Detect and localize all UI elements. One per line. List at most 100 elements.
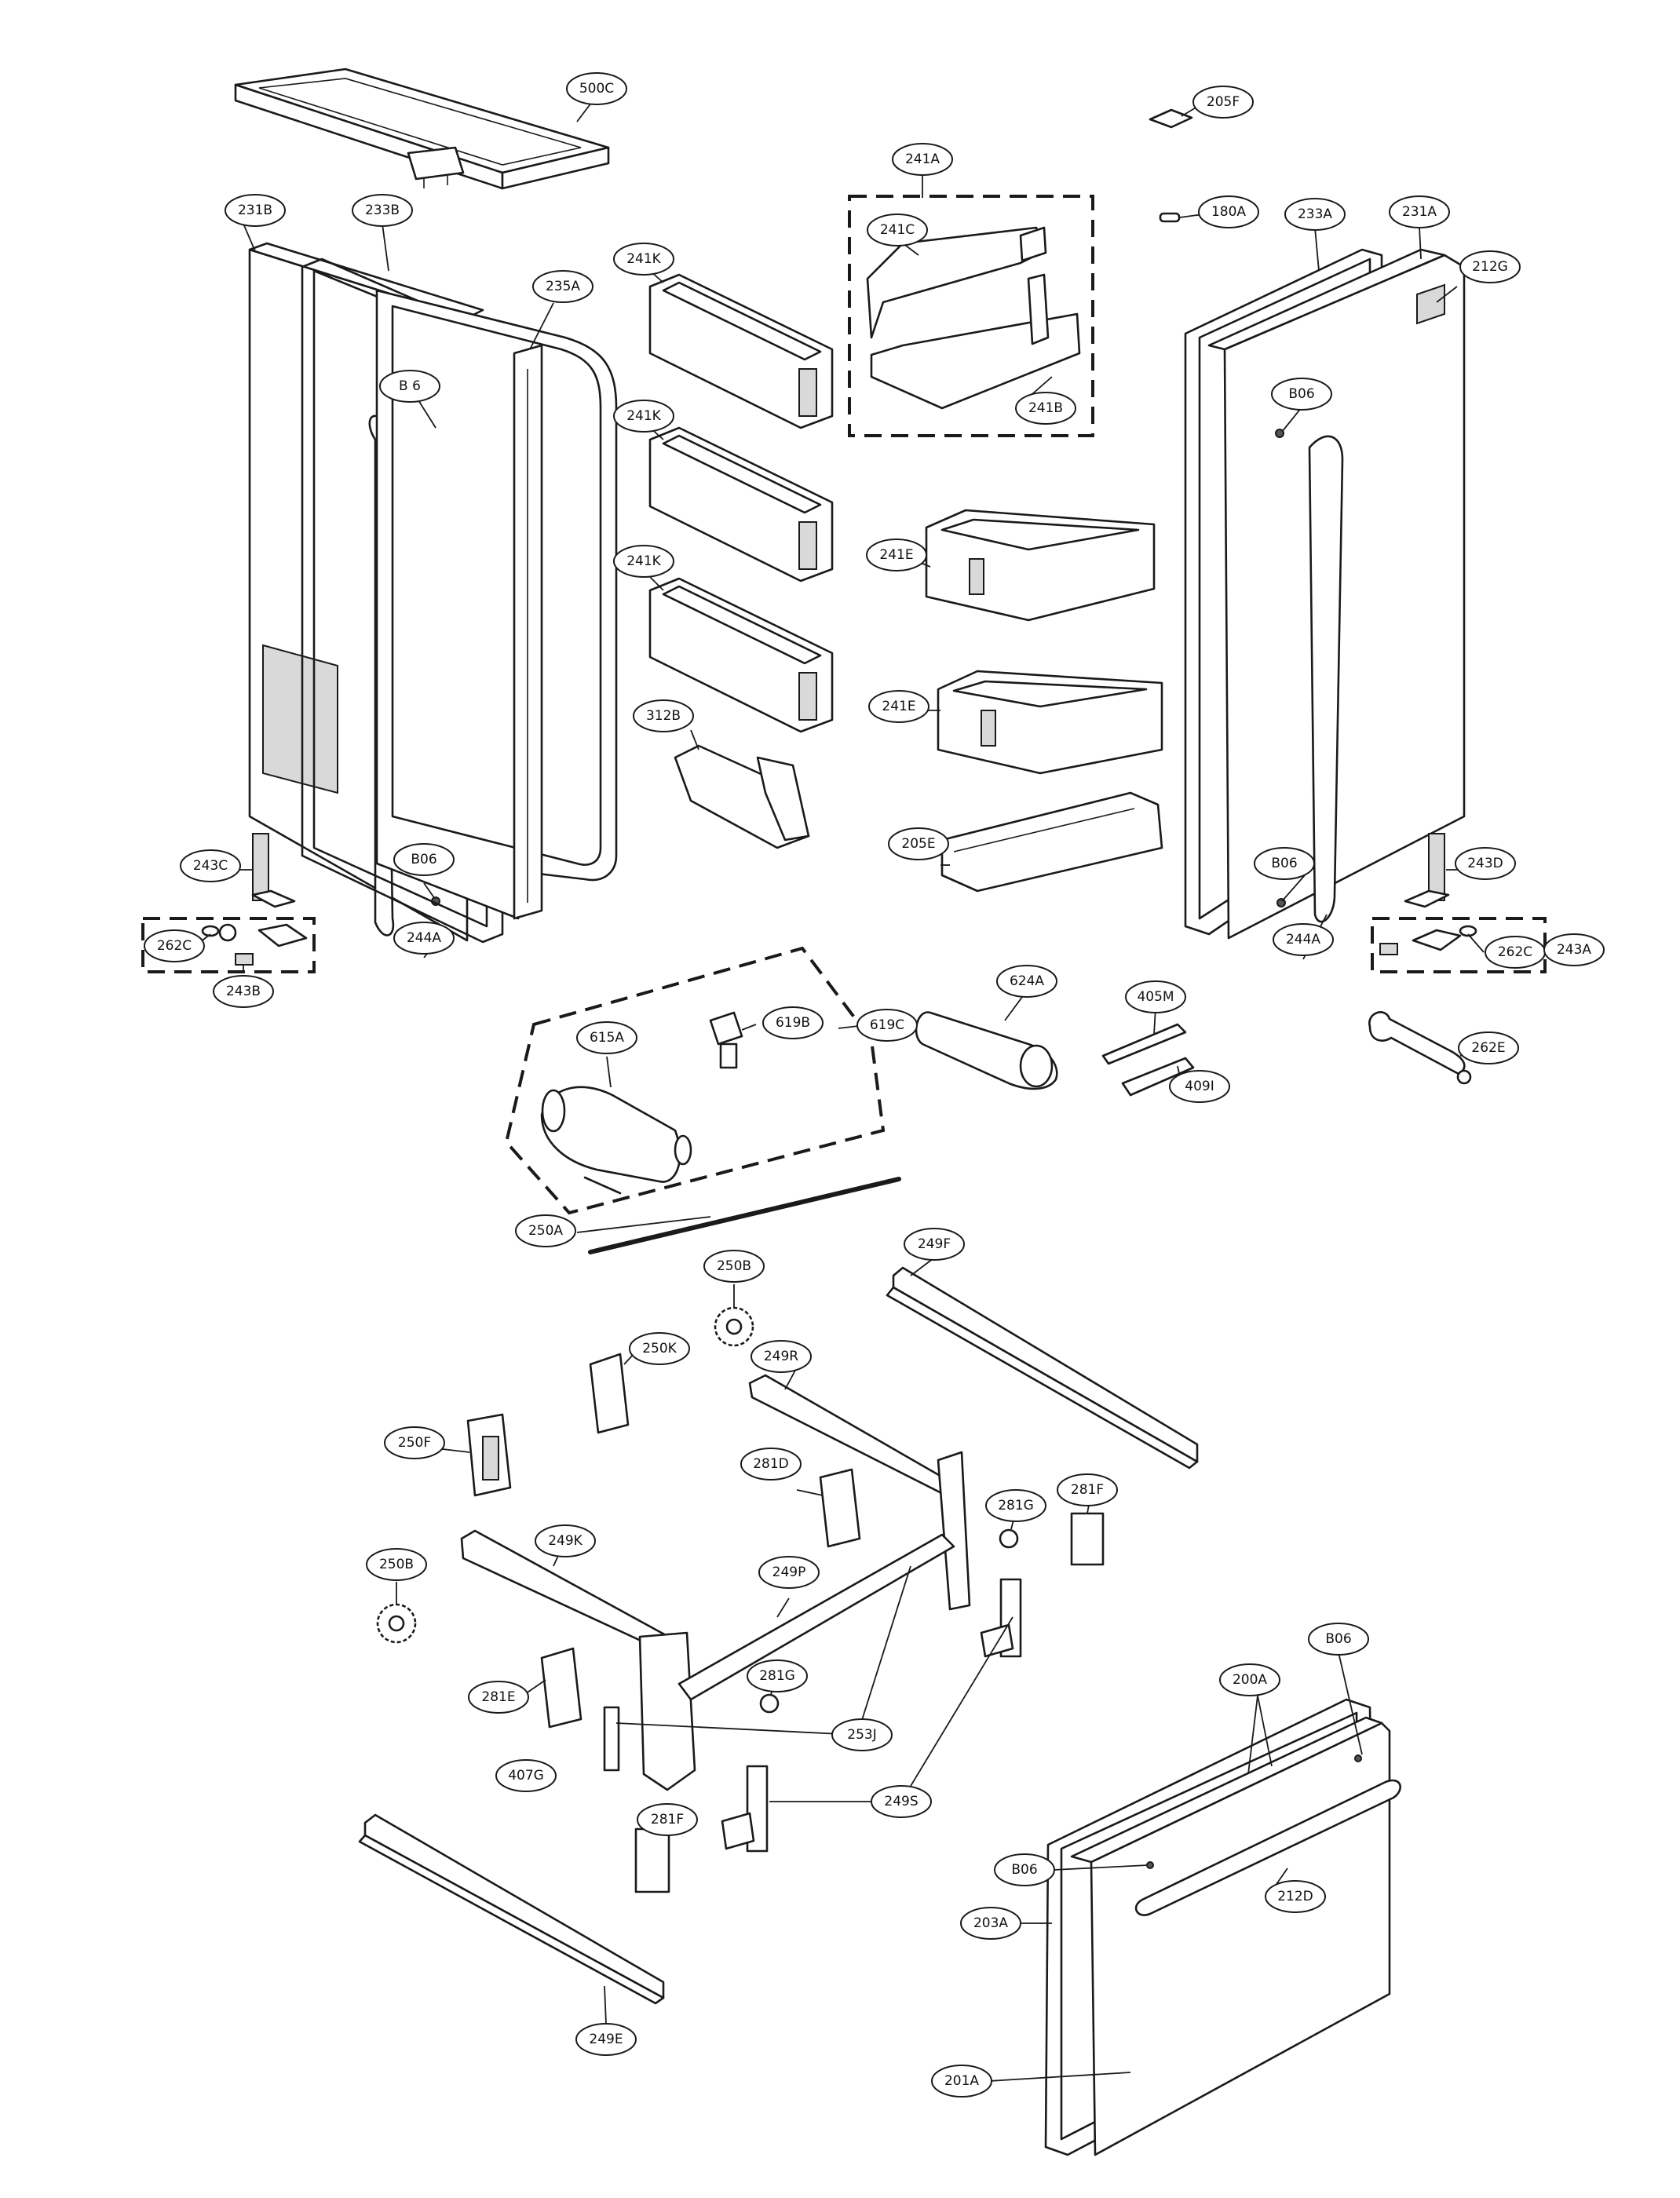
callout-label: 500C [579,81,614,97]
callout-label: 249P [772,1565,806,1580]
callout-label: 205E [901,836,935,852]
callout-bubble [1455,847,1516,880]
callout-249p: 249P [758,1556,820,1589]
callout-bubble [888,827,949,860]
part-249r-bracket [748,1374,971,1611]
callout-241e-1: 241E [866,539,927,571]
part-205e-door-rail [940,791,1163,893]
part-249f-rail [886,1266,1199,1470]
callout-bubble [576,1021,637,1054]
callout-bubble [740,1448,802,1481]
callout-label: 243B [226,984,261,999]
part-201a-drawer-front [1070,1716,1391,2156]
callout-label: 249S [884,1794,918,1809]
callout-250b-2: 250B [366,1548,427,1581]
callout-bubble [1169,1070,1230,1103]
callout-label: 235A [546,279,580,294]
callout-bubble [747,1659,808,1692]
callout-615a: 615A [576,1021,637,1054]
callout-249r: 249R [751,1340,812,1373]
callout-label: B 6 [399,378,421,394]
callout-bubble [1198,195,1259,228]
callout-241a: 241A [892,143,953,176]
callout-235a: 235A [532,270,593,303]
callout-bubble [366,1548,427,1581]
callout-bubble [892,143,953,176]
callout-249k: 249K [535,1524,596,1557]
callout-bubble [871,1785,932,1818]
callout-label: B06 [411,852,436,867]
callout-231b: 231B [225,194,286,227]
callout-label: 250F [398,1435,431,1451]
callout-243b: 243B [213,975,274,1008]
callout-241b: 241B [1015,392,1076,425]
callout-250a: 250A [515,1214,576,1247]
callout-205f: 205F [1192,86,1254,119]
callout-205e: 205E [888,827,949,860]
callout-label: 241K [626,251,661,267]
callout-label: 262C [157,938,192,954]
callout-243d: 243D [1455,847,1516,880]
callout-bubble [867,214,928,246]
callout-label: B06 [1288,386,1314,402]
callout-label: 231B [238,203,272,218]
callout-label: 241A [905,152,940,167]
callout-bubble [996,965,1057,998]
callout-label: 205F [1207,94,1240,110]
callout-bubble [703,1250,765,1283]
callout-bubble [225,194,286,227]
callout-bubble [213,975,274,1008]
callout-label: 212G [1472,259,1508,275]
callout-b06-3: B06 [1254,847,1315,880]
callout-281e: 281E [468,1681,529,1714]
group-243b-box [141,917,316,973]
callout-bubble [1015,392,1076,425]
callout-bubble [384,1426,445,1459]
callout-bubble [468,1681,529,1714]
callout-233b: 233B [352,194,413,227]
callout-bubble [180,849,241,882]
part-b06-screw-drawer-mid [1146,1861,1154,1869]
part-500c-top-cover [234,68,610,190]
callout-407g: 407G [495,1759,557,1792]
callout-label: 243C [193,858,228,874]
callout-bubble [1219,1663,1280,1696]
callout-label: 244A [1286,932,1320,947]
callout-241k-2: 241K [613,400,674,433]
callout-281f-1: 281F [1057,1473,1118,1506]
callout-label: 233B [365,203,400,218]
callout-bubble [1458,1031,1519,1064]
callout-500c: 500C [566,72,627,105]
callout-label: 281G [759,1668,795,1684]
callout-label: 241B [1028,400,1063,416]
callout-bubble [856,1009,918,1042]
part-281g-nut-1 [999,1528,1019,1549]
callout-label: 241E [882,699,915,714]
callout-label: 249E [589,2032,623,2047]
callout-bubble [868,690,929,723]
callout-201a: 201A [931,2065,992,2098]
callout-250k: 250K [629,1332,690,1365]
callout-bubble [904,1228,965,1261]
callout-label: 281G [998,1498,1034,1513]
part-180a-pin [1159,212,1181,223]
callout-bubble [637,1803,698,1836]
callout-bubble [1265,1880,1326,1913]
part-615a-water-filter [540,1086,692,1195]
callout-bubble [393,843,455,876]
callout-243a: 243A [1543,933,1605,966]
callout-label: 281F [651,1812,684,1827]
part-281g-nut-2 [759,1693,780,1714]
part-624a-filter-cartridge [915,1011,1058,1090]
callout-243c: 243C [180,849,241,882]
callout-bubble [515,1214,576,1247]
part-262e-wrench [1368,1011,1472,1085]
part-241e-basket-2 [937,670,1163,775]
callout-label: 233A [1298,206,1332,222]
callout-233a: 233A [1284,198,1346,231]
callout-bubble [1271,378,1332,411]
callout-bubble [1192,86,1254,119]
callout-200a: 200A [1219,1663,1280,1696]
callout-label: 241E [879,547,913,563]
callout-label: 249K [548,1533,583,1549]
